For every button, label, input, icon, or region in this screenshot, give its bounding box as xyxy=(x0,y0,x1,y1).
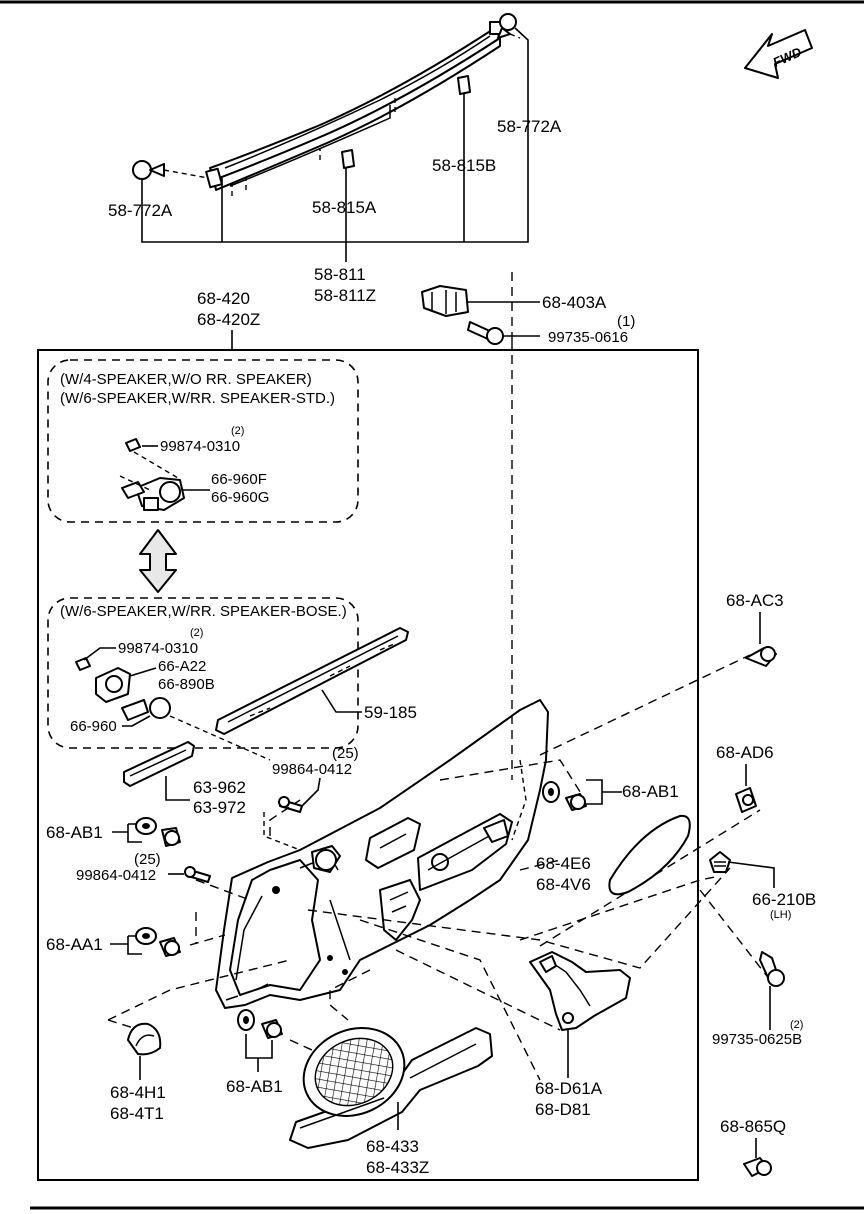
clip-68-AB1-right xyxy=(565,793,587,811)
label-68-AD6: 68-AD6 xyxy=(716,743,774,762)
qty-99864-0412-a: (25) xyxy=(332,745,359,762)
label-68-D81: 68-D81 xyxy=(535,1100,591,1119)
label-99864-0412-a: 99864-0412 xyxy=(272,761,352,778)
alternative-arrow-icon xyxy=(139,529,177,593)
washer-68-AB1-right xyxy=(542,781,560,803)
clip-58-815B xyxy=(457,75,471,95)
speaker-bracket-66-A22 xyxy=(95,667,131,703)
clip-58-815A xyxy=(341,149,355,169)
label-68-D61A: 68-D61A xyxy=(535,1079,603,1098)
qty-66-210B: (LH) xyxy=(770,909,791,921)
label-68-4T1: 68-4T1 xyxy=(110,1104,164,1123)
clip-68-AA1 xyxy=(159,937,181,957)
label-99735-0625B: 99735-0625B xyxy=(712,1031,802,1048)
cap-68-4H1 xyxy=(127,1022,162,1056)
label-58-772A-left: 58-772A xyxy=(108,201,173,220)
label-99874-0310-b: 99874-0310 xyxy=(118,640,198,657)
speaker-bose-option-box xyxy=(47,597,359,749)
label-58-811: 58-811 xyxy=(314,265,366,284)
part-66-210B xyxy=(709,851,731,873)
label-68-433: 68-433 xyxy=(366,1137,419,1156)
screw-99735-0616 xyxy=(467,321,504,345)
label-68-403A: 68-403A xyxy=(542,293,607,312)
strip-63-962 xyxy=(123,741,195,787)
label-63-962: 63-962 xyxy=(193,778,246,797)
tweeter-66-960 xyxy=(121,697,171,721)
speaker-std-option-box xyxy=(47,359,359,523)
label-66-960F: 66-960F xyxy=(211,471,267,488)
fastener-58-772A-left xyxy=(132,160,165,180)
label-68-AC3: 68-AC3 xyxy=(726,591,784,610)
label-68-AB1-right: 68-AB1 xyxy=(622,782,679,801)
assembly-frame-68-420 xyxy=(37,349,699,1181)
label-68-433Z: 68-433Z xyxy=(366,1158,429,1177)
label-68-AB1-left: 68-AB1 xyxy=(46,823,103,842)
label-68-AA1: 68-AA1 xyxy=(46,935,103,954)
screw-99864-0412-a xyxy=(278,796,303,813)
label-99864-0412-b: 99864-0412 xyxy=(76,867,156,884)
part-68-403A xyxy=(421,285,469,317)
label-66-890B: 66-890B xyxy=(158,676,215,693)
label-58-815A: 58-815A xyxy=(312,198,377,217)
qty-99874-0310-b: (2) xyxy=(190,627,203,639)
label-59-185: 59-185 xyxy=(364,703,417,722)
qty-99735-0616: (1) xyxy=(617,313,635,330)
clip-68-AD6 xyxy=(735,787,757,813)
label-66-210B: 66-210B xyxy=(752,890,816,909)
label-68-4V6: 68-4V6 xyxy=(536,875,591,894)
label-66-960G: 66-960G xyxy=(211,489,269,506)
washer-68-AB1-bottom xyxy=(237,1009,255,1031)
door-trim-panel xyxy=(215,699,549,1009)
screw-99874-0310-b xyxy=(75,657,91,671)
speaker-grille-68-433 xyxy=(289,1027,493,1149)
label-68-420Z: 68-420Z xyxy=(197,310,260,329)
label-68-4E6: 68-4E6 xyxy=(536,854,591,873)
screw-99874-0310-a xyxy=(125,438,141,452)
pad-68-4E6 xyxy=(608,814,691,896)
note-speaker-std-1: (W/4-SPEAKER,W/O RR. SPEAKER) xyxy=(60,371,312,388)
note-speaker-std-2: (W/6-SPEAKER,W/RR. SPEAKER-STD.) xyxy=(60,390,335,407)
washer-68-AA1 xyxy=(135,927,157,945)
qty-99864-0412-b: (25) xyxy=(134,851,161,868)
pull-handle-68-D61A xyxy=(529,951,631,1031)
clip-68-AC3 xyxy=(745,646,777,667)
qty-99735-0625B: (2) xyxy=(790,1019,803,1031)
label-66-A22: 66-A22 xyxy=(158,658,206,675)
fastener-58-772A-right xyxy=(497,13,517,39)
clip-68-865Q xyxy=(743,1157,772,1177)
screw-99864-0412-b xyxy=(184,866,211,883)
label-58-811Z: 58-811Z xyxy=(314,286,376,305)
qty-99874-0310-a: (2) xyxy=(231,425,244,437)
washer-68-AB1-left xyxy=(135,817,157,835)
label-63-972: 63-972 xyxy=(193,798,246,817)
label-68-AB1-bottom: 68-AB1 xyxy=(226,1077,283,1096)
label-68-4H1: 68-4H1 xyxy=(110,1083,166,1102)
screw-99735-0625B xyxy=(759,951,785,987)
label-58-815B: 58-815B xyxy=(432,156,496,175)
clip-68-AB1-left xyxy=(161,827,181,847)
label-68-420: 68-420 xyxy=(197,289,250,308)
belt-weatherstrip xyxy=(205,21,503,196)
label-58-772A-right: 58-772A xyxy=(497,117,562,136)
label-99735-0616: 99735-0616 xyxy=(548,329,628,346)
molding-59-185 xyxy=(215,627,409,735)
tweeter-66-960F xyxy=(121,477,185,511)
fwd-arrow-icon: FWD xyxy=(744,29,813,79)
label-68-865Q: 68-865Q xyxy=(720,1117,786,1136)
clip-68-AB1-bottom xyxy=(261,1019,283,1039)
label-99874-0310-a: 99874-0310 xyxy=(160,438,240,455)
note-speaker-bose: (W/6-SPEAKER,W/RR. SPEAKER-BOSE.) xyxy=(60,603,347,620)
label-66-960: 66-960 xyxy=(70,718,117,735)
